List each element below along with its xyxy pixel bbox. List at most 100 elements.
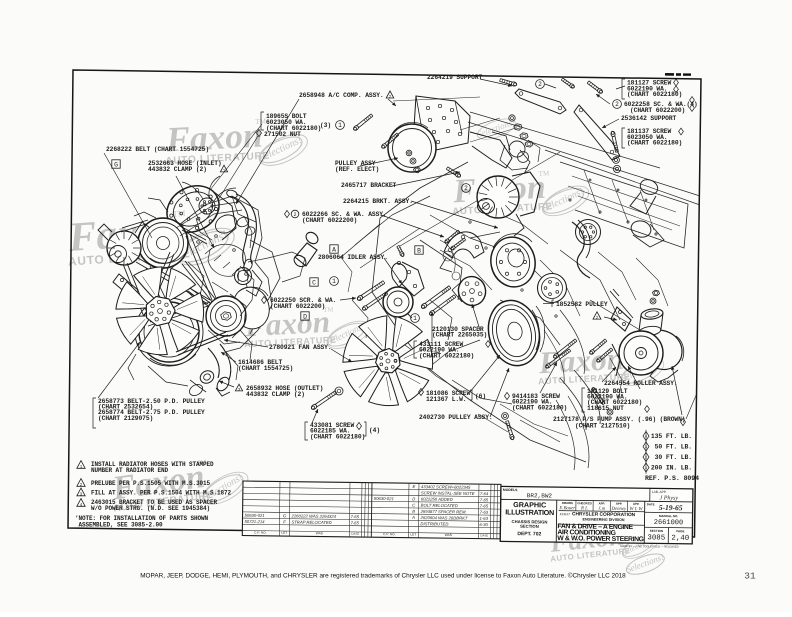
svg-text:7-65: 7-65 — [351, 514, 360, 519]
svg-text:50630-021: 50630-021 — [374, 496, 394, 501]
svg-text:2120130 SPACER(CHART 2265035): 2120130 SPACER(CHART 2265035) — [432, 326, 487, 339]
svg-text:3085: 3085 — [647, 534, 665, 542]
svg-text:LET: LET — [410, 532, 416, 536]
svg-text:(4): (4) — [369, 427, 380, 434]
svg-text:PULLEY ASSY(REF. ELECT): PULLEY ASSY(REF. ELECT) — [335, 160, 379, 173]
svg-text:PRELUBE PER P.S.1505 WITH M.S.: PRELUBE PER P.S.1505 WITH M.S.3015 — [91, 480, 211, 487]
svg-text:MODELS: MODELS — [503, 488, 518, 492]
svg-text:E: E — [413, 484, 416, 489]
svg-text:50721-214: 50721-214 — [244, 519, 265, 524]
svg-text:REF. P.S. 8094: REF. P.S. 8094 — [645, 475, 699, 482]
svg-text:LET: LET — [281, 531, 287, 535]
svg-text:SCREW INSTAL-SEE NOTE: SCREW INSTAL-SEE NOTE — [421, 490, 475, 496]
svg-text:DEPT. 702: DEPT. 702 — [517, 531, 541, 537]
svg-text:2658948 A/C COMP. ASSY.: 2658948 A/C COMP. ASSY. — [299, 92, 384, 99]
svg-text:SECTION: SECTION — [650, 529, 663, 533]
svg-text:200 IN. LB.: 200 IN. LB. — [651, 465, 692, 472]
svg-text:J.m: J.m — [598, 507, 605, 512]
svg-text:271502 NUT: 271502 NUT — [264, 131, 301, 138]
svg-text:(CHART 2127510): (CHART 2127510) — [575, 423, 630, 430]
svg-text:2264215 BRKT. ASSY.: 2264215 BRKT. ASSY. — [343, 198, 413, 205]
svg-text:7-63: 7-63 — [480, 510, 489, 515]
svg-text:WAS: WAS — [445, 533, 452, 537]
svg-text:PAGE: PAGE — [676, 529, 684, 533]
svg-text:2264554 ROLLER ASSY.: 2264554 ROLLER ASSY. — [604, 380, 678, 387]
svg-text:1: 1 — [332, 278, 336, 285]
svg-text:A: A — [332, 246, 336, 253]
svg-text:2536142 SUPPORT: 2536142 SUPPORT — [621, 115, 677, 122]
svg-text:1: 1 — [338, 122, 342, 129]
svg-text:2402730 PULLEY ASSY.: 2402730 PULLEY ASSY. — [419, 414, 493, 421]
svg-text:2260222 WAS 2264324: 2260222 WAS 2264324 — [291, 513, 337, 519]
svg-text:C.P. NO.: C.P. NO. — [383, 532, 396, 536]
svg-text:BR2,BW2: BR2,BW2 — [527, 492, 553, 499]
svg-text:7-65: 7-65 — [480, 503, 489, 508]
svg-text:WAS: WAS — [316, 531, 323, 535]
svg-text:50 FT. LB.: 50 FT. LB. — [655, 444, 692, 451]
svg-text:APP.: APP. — [616, 502, 623, 506]
svg-text:SECTION: SECTION — [520, 524, 539, 529]
svg-text:B: B — [417, 247, 421, 254]
svg-text:E.Bauer: E.Bauer — [558, 506, 575, 511]
svg-text:135 FT. LB.: 135 FT. LB. — [651, 433, 692, 440]
svg-text:2465717 BRACKET: 2465717 BRACKET — [341, 182, 397, 189]
svg-text:DISTRIBUTED: DISTRIBUTED — [420, 521, 448, 526]
svg-text:2: 2 — [293, 212, 296, 218]
svg-text:BOLT RELOCATED: BOLT RELOCATED — [421, 503, 458, 508]
svg-text:STRAP RELOCATED: STRAP RELOCATED — [291, 520, 331, 526]
svg-text:31: 31 — [744, 571, 756, 582]
svg-text:APP.: APP. — [633, 502, 640, 506]
svg-text:FILL AT ASSY. PER P.S.1504 WIT: FILL AT ASSY. PER P.S.1504 WITH M.S.1872 — [91, 490, 232, 497]
svg-text:2661000: 2661000 — [654, 519, 684, 527]
svg-text:CHECKED: CHECKED — [577, 501, 591, 505]
svg-text:C: C — [312, 279, 316, 286]
svg-text:R L: R L — [580, 506, 588, 511]
svg-text:50630-021: 50630-021 — [245, 513, 265, 518]
svg-text:W & W.O. POWER STEERING: W & W.O. POWER STEERING — [557, 535, 644, 543]
svg-text:2264219 SUPPORT: 2264219 SUPPORT — [427, 74, 483, 81]
svg-text:APP.: APP. — [599, 501, 606, 505]
svg-text:5-19-65: 5-19-65 — [659, 503, 683, 512]
svg-text:7-65: 7-65 — [480, 497, 489, 502]
svg-text:MANUAL NO.: MANUAL NO. — [659, 514, 678, 518]
svg-text:2: 2 — [464, 185, 468, 192]
svg-text:2268222 BELT (CHART 1554725): 2268222 BELT (CHART 1554725) — [106, 146, 209, 153]
svg-text:ENGINEERING DIVISION: ENGINEERING DIVISION — [583, 517, 625, 522]
svg-text:1852582 PULLEY: 1852582 PULLEY — [556, 301, 608, 308]
svg-text:KEMAT: KEMAT — [559, 512, 571, 516]
svg-text:(6): (6) — [475, 393, 486, 400]
svg-text:7-65: 7-65 — [350, 520, 359, 525]
svg-text:30 FT. LB.: 30 FT. LB. — [655, 454, 692, 461]
svg-text:2693877 SPACER REM.: 2693877 SPACER REM. — [420, 509, 467, 515]
svg-text:B: B — [412, 509, 415, 514]
svg-text:ILLUSTRATION: ILLUSTRATION — [505, 507, 554, 517]
svg-text:6022250 ADDED: 6022250 ADDED — [421, 497, 453, 502]
svg-text:C.P. NO.: C.P. NO. — [254, 530, 267, 534]
svg-text:DATE: DATE — [647, 502, 655, 506]
svg-text:MOPAR, JEEP, DODGE, HEMI, PLYM: MOPAR, JEEP, DODGE, HEMI, PLYMOUTH, and … — [140, 572, 626, 580]
svg-text:6-30: 6-30 — [479, 522, 488, 527]
svg-text:LAB. APP.: LAB. APP. — [652, 490, 667, 494]
svg-text:MADE BY — USE TOOLS FILED — RE: MADE BY — USE TOOLS FILED — RELEASED — [620, 544, 679, 549]
svg-text:G: G — [114, 161, 118, 168]
svg-text:D: D — [303, 313, 307, 320]
svg-text:1-63: 1-63 — [479, 516, 488, 521]
svg-text:D: D — [412, 496, 415, 501]
svg-text:2,40: 2,40 — [671, 535, 689, 543]
svg-text:2: 2 — [615, 101, 619, 108]
svg-text:7-64: 7-64 — [480, 491, 489, 496]
svg-text:J Physy: J Physy — [660, 495, 679, 501]
svg-text:2780921 FAN ASSY.: 2780921 FAN ASSY. — [269, 344, 332, 351]
svg-text:1: 1 — [413, 315, 417, 322]
svg-text:W L W: W L W — [630, 507, 644, 512]
svg-text:DATE: DATE — [480, 533, 488, 537]
svg-text:2620604 WAS 26DBRKT: 2620604 WAS 26DBRKT — [420, 515, 468, 521]
svg-text:Denney: Denney — [611, 507, 628, 512]
svg-text:A: A — [411, 515, 415, 520]
svg-text:2806064 IDLER ASSY.: 2806064 IDLER ASSY. — [318, 254, 388, 261]
svg-text:433402 SCREW+6022345: 433402 SCREW+6022345 — [421, 484, 471, 490]
svg-text:TM: TM — [538, 169, 550, 178]
svg-text:(3): (3) — [320, 122, 331, 129]
svg-text:(CHART 6022200): (CHART 6022200) — [630, 107, 685, 114]
